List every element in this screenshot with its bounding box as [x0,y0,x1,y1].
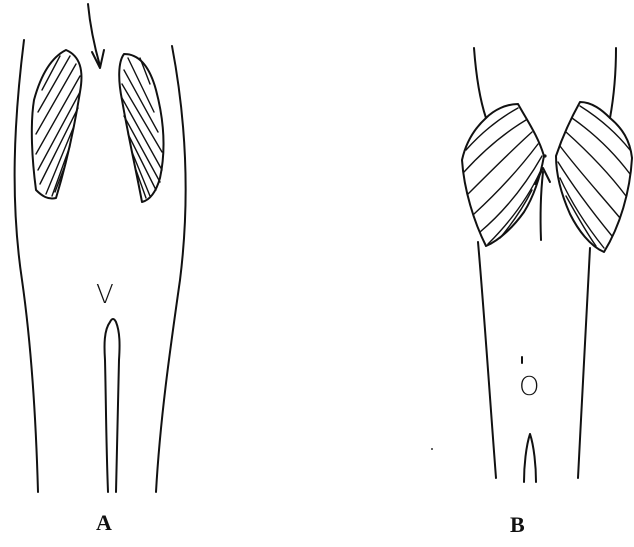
panel-b-right-upper-outline [610,48,616,118]
panel-b-speck [431,448,433,450]
panel-b-right-hatched-fan [556,102,632,252]
panel-b-o-mark: O [519,372,539,402]
panel-a-drawing [15,4,186,492]
panel-b-center-dot [543,154,546,157]
panel-b-arrow-shaft [541,172,543,240]
panel-b-left-upper-outline [474,48,486,118]
panel-b-drawing [431,48,632,482]
panel-b-bottom-slit [524,434,536,482]
panel-a-label: A [96,510,112,536]
panel-a-left-outline [15,40,38,492]
panel-b-left-lower-outline [478,242,496,478]
panel-b-left-hatched-fan [462,104,544,246]
panel-a-v-mark: V [96,280,114,310]
panel-a-left-hatched-lobe [32,50,82,199]
panel-b-label: B [510,512,525,538]
panel-a-right-hatched-lobe [119,54,163,202]
panel-a-central-slit [105,319,120,492]
panel-b-right-lower-outline [578,248,590,478]
